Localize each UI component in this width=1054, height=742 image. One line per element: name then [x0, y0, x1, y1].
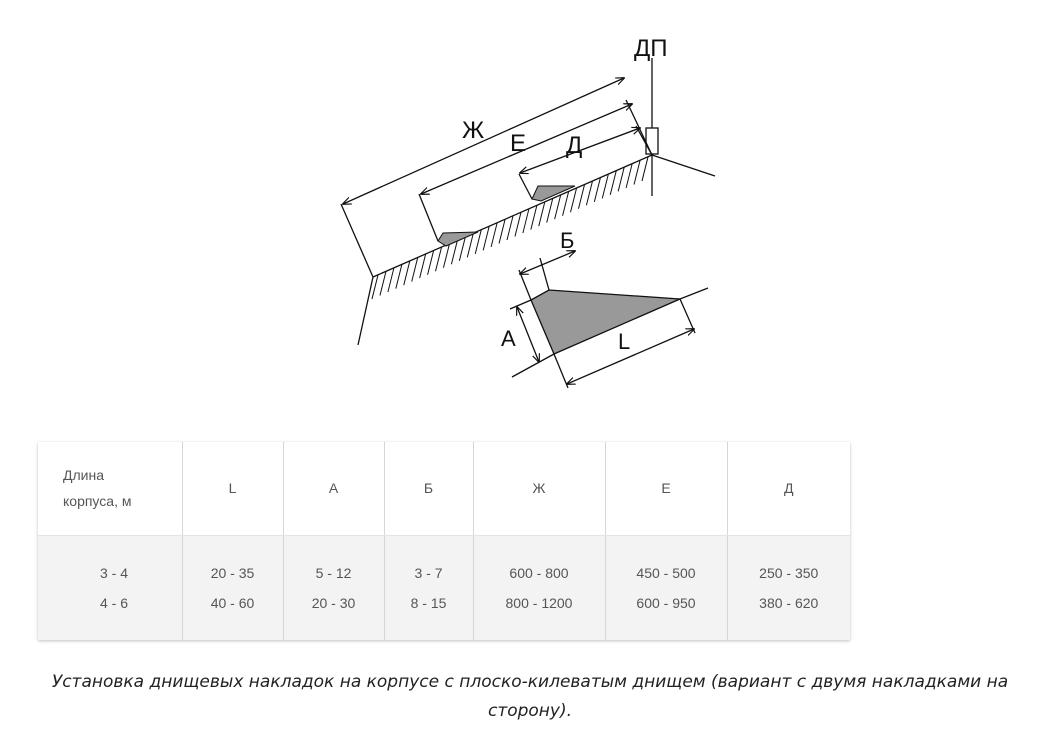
hatch-stroke: [562, 191, 570, 216]
ext-line-l-left: [553, 353, 569, 389]
hatch-stroke: [403, 260, 411, 286]
hatch-stroke: [506, 215, 514, 241]
hatch-stroke: [371, 274, 379, 300]
table-cell: 3 - 7: [383, 535, 473, 588]
dim-line-d: [520, 128, 640, 173]
hatch-stroke: [435, 247, 443, 272]
hatch-stroke: [570, 188, 578, 213]
hatch-stroke: [522, 208, 530, 234]
hatch-stroke: [442, 243, 450, 268]
keel-bar: [645, 127, 659, 155]
table-cell: 20 - 35: [181, 535, 283, 588]
header-hull-length-line1: Длина: [63, 467, 104, 484]
header-l: L: [181, 442, 283, 536]
table-cell: 8 - 15: [383, 587, 473, 640]
label-e: Е: [510, 130, 526, 157]
bottom-plate-outer: [437, 231, 479, 247]
hatch-stroke: [387, 267, 395, 293]
bottom-plate-inner: [531, 185, 576, 202]
ext-line-a-bottom: [511, 353, 555, 378]
header-b: Б: [383, 442, 473, 536]
hatch-stroke: [617, 167, 625, 192]
hatch-stroke: [585, 181, 593, 206]
hatch-stroke: [490, 222, 498, 248]
table-cell: 800 - 1200: [472, 587, 605, 640]
header-d: Д: [726, 442, 850, 536]
label-l: L: [618, 329, 630, 354]
hatch-stroke: [641, 156, 649, 182]
hull-opposite-bottom: [651, 154, 716, 177]
dim-line-l: [567, 329, 694, 384]
hatch-stroke: [498, 219, 506, 244]
hatch-stroke: [458, 236, 466, 261]
hatch-stroke: [530, 205, 538, 230]
ext-line-e-left: [418, 193, 439, 242]
header-e: Е: [604, 442, 727, 536]
table-cell: 450 - 500: [604, 535, 727, 588]
table-cell: 600 - 950: [604, 587, 727, 640]
hatch-stroke: [625, 163, 633, 189]
label-a: А: [501, 326, 516, 351]
label-d: Д: [566, 132, 582, 159]
dimensions-table: Длина корпуса, м L А Б Ж Е Д 3 - 4 20 - …: [38, 442, 850, 640]
hatch-stroke: [395, 264, 403, 289]
label-zh: Ж: [462, 117, 484, 144]
hull-bottom-plates-diagram: ДП Ж Е Д Б А L: [340, 35, 716, 389]
ext-line-zh-left: [340, 203, 374, 278]
table-header-row: Длина корпуса, м L А Б Ж Е Д: [38, 442, 850, 536]
table-cell: 20 - 30: [282, 587, 384, 640]
table-row: 3 - 4 20 - 35 5 - 12 3 - 7 600 - 800 450…: [38, 535, 850, 588]
table-row: 4 - 6 40 - 60 20 - 30 8 - 15 800 - 1200 …: [38, 587, 850, 640]
header-hull-length: Длина корпуса, м: [38, 442, 182, 536]
hatch-stroke: [577, 184, 585, 209]
header-a: А: [282, 442, 384, 536]
header-hull-length-line2: корпуса, м: [63, 493, 132, 510]
hatch-stroke: [633, 160, 641, 185]
table-cell: 3 - 4: [100, 564, 129, 581]
label-b: Б: [560, 228, 574, 253]
ext-line-l-top: [679, 287, 709, 300]
table-cell: 250 - 350: [726, 535, 850, 588]
hatch-stroke: [593, 177, 601, 202]
hatch-stroke: [466, 233, 474, 258]
hatch-stroke: [474, 229, 482, 255]
hatch-stroke: [419, 254, 427, 279]
header-zh: Ж: [472, 442, 605, 536]
hull-chine-line: [357, 276, 374, 346]
hatch-stroke: [411, 257, 419, 282]
ext-line-a-top: [509, 299, 532, 310]
hatch-stroke: [554, 195, 562, 220]
hatch-stroke: [427, 250, 435, 275]
dim-line-b: [520, 251, 575, 274]
hatch-stroke: [609, 170, 617, 196]
dim-line-a: [517, 307, 539, 362]
table-cell: 600 - 800: [472, 535, 605, 588]
table-cell: 5 - 12: [282, 535, 384, 588]
table-cell: 4 - 6: [100, 594, 129, 611]
dim-line-e: [421, 104, 632, 194]
hatch-stroke: [514, 212, 522, 237]
hatch-stroke: [601, 174, 609, 199]
hatch-stroke: [379, 271, 387, 296]
hatch-stroke: [538, 201, 546, 227]
hatch-stroke: [546, 198, 554, 223]
table-cell: 40 - 60: [181, 587, 283, 640]
ext-line-l-right: [679, 298, 696, 334]
table-cell: 380 - 620: [726, 587, 850, 640]
hatch-stroke: [482, 226, 490, 251]
hatch-stroke: [450, 240, 458, 265]
figure-caption: Установка днищевых накладок на корпусе с…: [51, 672, 1009, 721]
hull-hatching: [371, 156, 649, 300]
label-dp: ДП: [634, 35, 668, 62]
ext-line-b-1: [518, 269, 532, 301]
ext-line-d-left: [518, 173, 533, 200]
